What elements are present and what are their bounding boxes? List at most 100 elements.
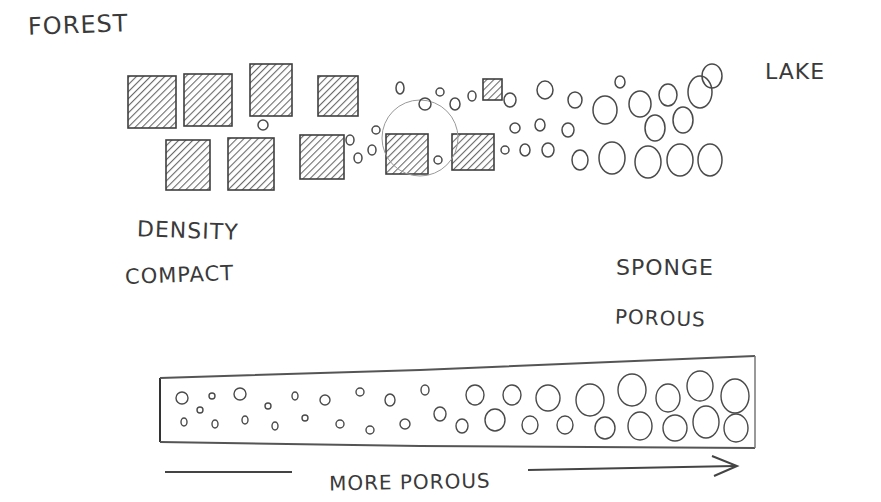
pore	[629, 91, 651, 117]
bar-edge	[160, 356, 755, 378]
dense-block	[250, 64, 292, 116]
pore	[197, 407, 203, 413]
pore	[434, 156, 442, 164]
pore	[356, 388, 364, 396]
pore	[618, 374, 646, 406]
pore	[354, 153, 362, 163]
dense-block	[184, 74, 232, 126]
pore	[209, 393, 215, 399]
label-holder: DENSITY	[133, 217, 243, 245]
pore	[535, 119, 545, 131]
pore	[568, 92, 582, 108]
dense-block	[166, 140, 210, 190]
pore	[265, 403, 271, 409]
pore	[572, 150, 588, 170]
pore	[436, 88, 444, 96]
pore	[595, 417, 615, 439]
pore	[593, 96, 617, 124]
pore	[698, 144, 722, 176]
pore	[599, 142, 625, 174]
pore	[542, 143, 554, 157]
pore	[635, 146, 661, 178]
sketch-label: SPONGE	[612, 256, 718, 280]
dense-blocks	[128, 64, 502, 190]
pore	[522, 416, 538, 434]
pore	[372, 126, 380, 134]
pore	[450, 98, 460, 110]
sketch-label: FOREST	[23, 10, 132, 40]
pore	[562, 123, 574, 137]
pore	[557, 416, 573, 434]
pore	[615, 76, 625, 88]
faint-ring	[382, 100, 458, 176]
pore	[693, 406, 719, 438]
pore	[485, 409, 505, 431]
pore	[181, 418, 187, 426]
pore	[258, 120, 268, 130]
pore	[504, 93, 516, 107]
dense-block	[128, 76, 176, 128]
pore	[212, 420, 218, 428]
pore	[628, 412, 652, 440]
pore	[176, 392, 188, 404]
pore	[724, 414, 748, 442]
pore	[721, 379, 749, 413]
pore	[272, 422, 278, 430]
porosity-bar	[160, 356, 755, 448]
bar-edge	[159, 378, 161, 442]
dense-block	[228, 138, 274, 190]
pore	[503, 385, 521, 405]
label-holder: LAKE	[761, 60, 829, 84]
pore	[656, 384, 680, 412]
pore	[688, 76, 712, 108]
pore	[536, 385, 560, 411]
sketch-label: MORE POROUS	[325, 470, 495, 495]
pore	[659, 84, 677, 106]
pore	[456, 419, 468, 433]
pore	[368, 145, 376, 155]
arrow-shaft	[165, 471, 292, 473]
sketch-label: LAKE	[761, 60, 829, 84]
pore	[501, 146, 509, 154]
pore	[537, 81, 553, 99]
pore	[576, 384, 604, 416]
dense-block	[300, 135, 344, 179]
pore	[520, 144, 530, 156]
pore	[346, 135, 354, 145]
pore	[687, 371, 713, 401]
sketch-label: POROUS	[610, 305, 709, 330]
pore	[667, 144, 693, 176]
pore	[510, 123, 520, 133]
bar-edge	[160, 442, 755, 448]
pore	[645, 115, 665, 141]
dense-block	[318, 76, 358, 116]
pore	[242, 416, 248, 424]
pore	[400, 419, 410, 429]
pore	[366, 426, 374, 434]
pore	[468, 91, 476, 101]
arrow-shaft	[528, 466, 735, 470]
label-holder: MORE POROUS	[325, 470, 495, 495]
arrow-head	[712, 456, 737, 476]
dense-block	[386, 134, 428, 174]
pore	[302, 415, 308, 421]
pore	[234, 388, 246, 400]
dense-block	[483, 79, 502, 100]
pore	[663, 415, 687, 441]
pore	[466, 385, 484, 405]
label-holder: SPONGE	[612, 256, 718, 280]
label-holder: FOREST	[23, 10, 132, 40]
sketch-label: DENSITY	[133, 217, 243, 245]
label-holder: POROUS	[610, 305, 709, 330]
bar-edge	[754, 356, 756, 448]
pores	[258, 64, 722, 178]
pore	[421, 385, 429, 395]
pore	[292, 392, 298, 400]
pore	[320, 395, 330, 405]
pore	[702, 64, 722, 88]
pore	[419, 98, 431, 110]
pore	[336, 420, 344, 428]
pore	[385, 394, 395, 406]
